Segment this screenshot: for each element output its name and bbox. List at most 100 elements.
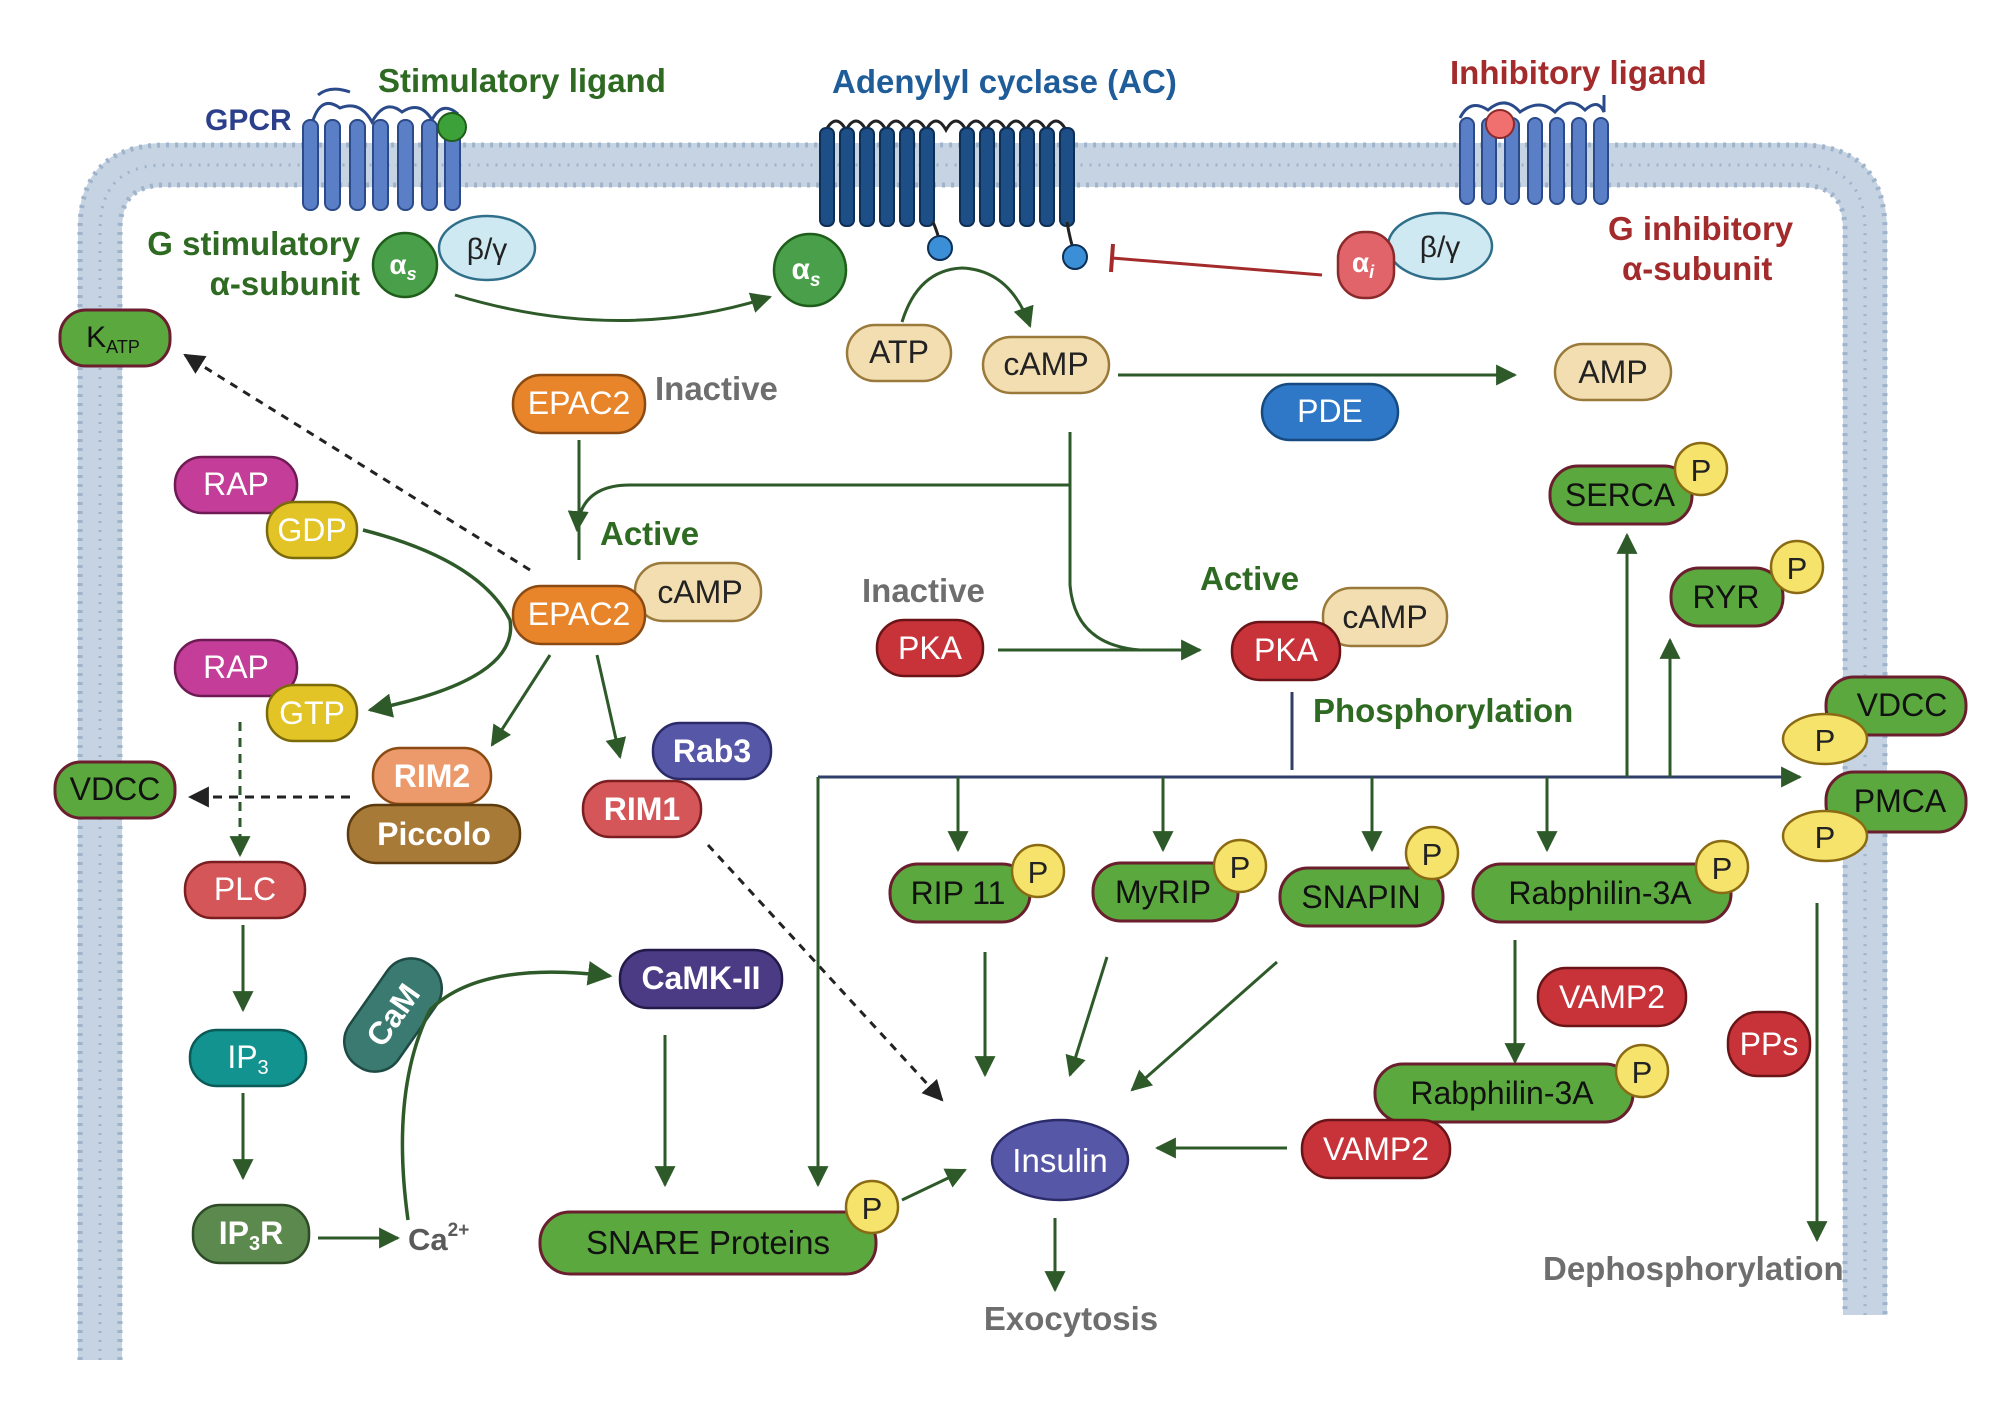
pde-pill xyxy=(1260,382,1400,442)
rip11-phospho xyxy=(1010,843,1066,899)
camk2-pill xyxy=(618,948,784,1010)
inhibition-bar xyxy=(1109,243,1115,273)
insulin-text: Insulin xyxy=(1012,1142,1107,1179)
arrow-epac2-to-rim2 xyxy=(490,654,552,747)
camp-to-pka-line xyxy=(1068,485,1141,652)
snapin-pill xyxy=(1278,866,1445,928)
myrip-text: MyRIP xyxy=(1115,874,1211,910)
adenylyl-cyclase xyxy=(819,119,1088,270)
alpha-s-text-ac: αs xyxy=(791,253,820,291)
rim2-text: RIM2 xyxy=(394,758,470,794)
snapin-phospho-text: P xyxy=(1422,837,1443,872)
piccolo-text: Piccolo xyxy=(377,816,491,852)
serca-pill xyxy=(1548,464,1694,526)
gpcr-label: GPCR xyxy=(205,104,292,137)
gpcr-receptor xyxy=(302,87,461,211)
rabphilin-low-phospho-text: P xyxy=(1632,1055,1653,1090)
arrow-snare-to-insulin xyxy=(901,1168,967,1202)
atp-text: ATP xyxy=(869,334,929,370)
exocytosis-label: Exocytosis xyxy=(984,1300,1158,1337)
rabphilin-low-phospho xyxy=(1614,1043,1670,1099)
inhibition-line xyxy=(1111,256,1323,277)
katp-text: KATP xyxy=(86,321,140,357)
insulin-node xyxy=(990,1118,1130,1202)
vdcc-left-text: VDCC xyxy=(70,771,161,807)
epac2-active-label: Active xyxy=(600,515,699,552)
g-stimulatory-label-1: G stimulatory xyxy=(147,225,360,262)
myrip-phospho xyxy=(1212,838,1268,894)
epac2-active xyxy=(511,584,647,646)
plc-pill xyxy=(183,860,307,920)
epac2-camp-text: cAMP xyxy=(657,574,742,610)
snapin-text: SNAPIN xyxy=(1301,879,1420,915)
pmca-phospho xyxy=(1781,809,1869,863)
beta-gamma-text-right: β/γ xyxy=(1420,231,1461,264)
alpha-i-subunit xyxy=(1336,230,1396,300)
pmca-pill xyxy=(1824,770,1968,834)
myrip-phospho-text: P xyxy=(1230,850,1251,885)
rap-text-2: RAP xyxy=(203,649,269,685)
pmca-text: PMCA xyxy=(1854,783,1947,819)
snare-pill xyxy=(538,1210,878,1276)
piccolo-pill xyxy=(346,803,522,865)
ip3r-pill xyxy=(191,1203,311,1265)
phosphorylation-label: Phosphorylation xyxy=(1313,692,1573,729)
alpha-i-text: αi xyxy=(1352,247,1375,282)
serca-phospho-text: P xyxy=(1691,453,1712,488)
gdp-pill xyxy=(265,500,359,560)
pka-inactive xyxy=(875,618,985,678)
ryr-phospho-text: P xyxy=(1787,551,1808,586)
camp-text: cAMP xyxy=(1003,346,1088,382)
calcium-label: Ca2+ xyxy=(408,1220,469,1257)
cam-pill: CaM xyxy=(343,957,443,1073)
epac2-inactive-label: Inactive xyxy=(655,370,778,407)
serca-phospho xyxy=(1673,441,1729,497)
plc-text: PLC xyxy=(214,871,276,907)
gtp-pill xyxy=(265,683,359,743)
alpha-s-subunit-ac xyxy=(772,232,848,308)
camp-pill xyxy=(981,335,1111,395)
alpha-s-subunit-left xyxy=(371,231,439,299)
g-inhibitory-label-1: G inhibitory xyxy=(1608,210,1794,247)
snare-text: SNARE Proteins xyxy=(586,1224,830,1261)
snare-phospho-text: P xyxy=(862,1191,883,1226)
serca-text: SERCA xyxy=(1565,477,1676,513)
g-stimulatory-label-2: α-subunit xyxy=(210,265,360,302)
snapin-phospho xyxy=(1404,825,1460,881)
g-inhibitory-label-2: α-subunit xyxy=(1622,250,1772,287)
vdcc-right-text: VDCC xyxy=(1857,687,1948,723)
arrow-epac2-to-rim1 xyxy=(595,654,627,760)
camk2-text: CaMK-II xyxy=(641,960,760,996)
pka-camp-pill xyxy=(1321,586,1449,648)
rap-pill-2 xyxy=(173,638,299,698)
alpha-s-text-left: αs xyxy=(389,249,416,284)
ip3r-text: IP3R xyxy=(219,1215,283,1255)
stimulatory-ligand-label: Stimulatory ligand xyxy=(378,62,666,99)
rap-text-1: RAP xyxy=(203,466,269,502)
stimulatory-ligand-dot xyxy=(437,112,467,142)
katp-channel xyxy=(58,308,172,368)
inhibitory-receptor xyxy=(1458,95,1609,205)
epac2-active-text: EPAC2 xyxy=(528,596,631,632)
atp-pill xyxy=(845,323,953,383)
dashed-arrow-rim1-to-insulin xyxy=(706,843,944,1102)
cell-membrane xyxy=(77,142,1888,1360)
adenylyl-cyclase-label: Adenylyl cyclase (AC) xyxy=(832,63,1177,100)
dephosphorylation-label: Dephosphorylation xyxy=(1543,1250,1844,1287)
pps-pill xyxy=(1726,1010,1812,1078)
gdp-text: GDP xyxy=(277,512,346,548)
arrow-gdp-to-gtp xyxy=(362,528,513,718)
amp-pill xyxy=(1553,342,1673,402)
pka-active-label: Active xyxy=(1200,560,1299,597)
inhibitory-ligand-label: Inhibitory ligand xyxy=(1450,54,1707,91)
rim1-text: RIM1 xyxy=(604,791,680,827)
vamp2-top-text: VAMP2 xyxy=(1559,979,1665,1015)
amp-text: AMP xyxy=(1578,354,1647,390)
vamp2-low-text: VAMP2 xyxy=(1323,1131,1429,1167)
epac2-inactive-text: EPAC2 xyxy=(528,385,631,421)
beta-gamma-text-left: β/γ xyxy=(467,233,508,266)
arrow-myrip-to-insulin xyxy=(1065,956,1109,1078)
vdcc-left xyxy=(53,760,177,820)
